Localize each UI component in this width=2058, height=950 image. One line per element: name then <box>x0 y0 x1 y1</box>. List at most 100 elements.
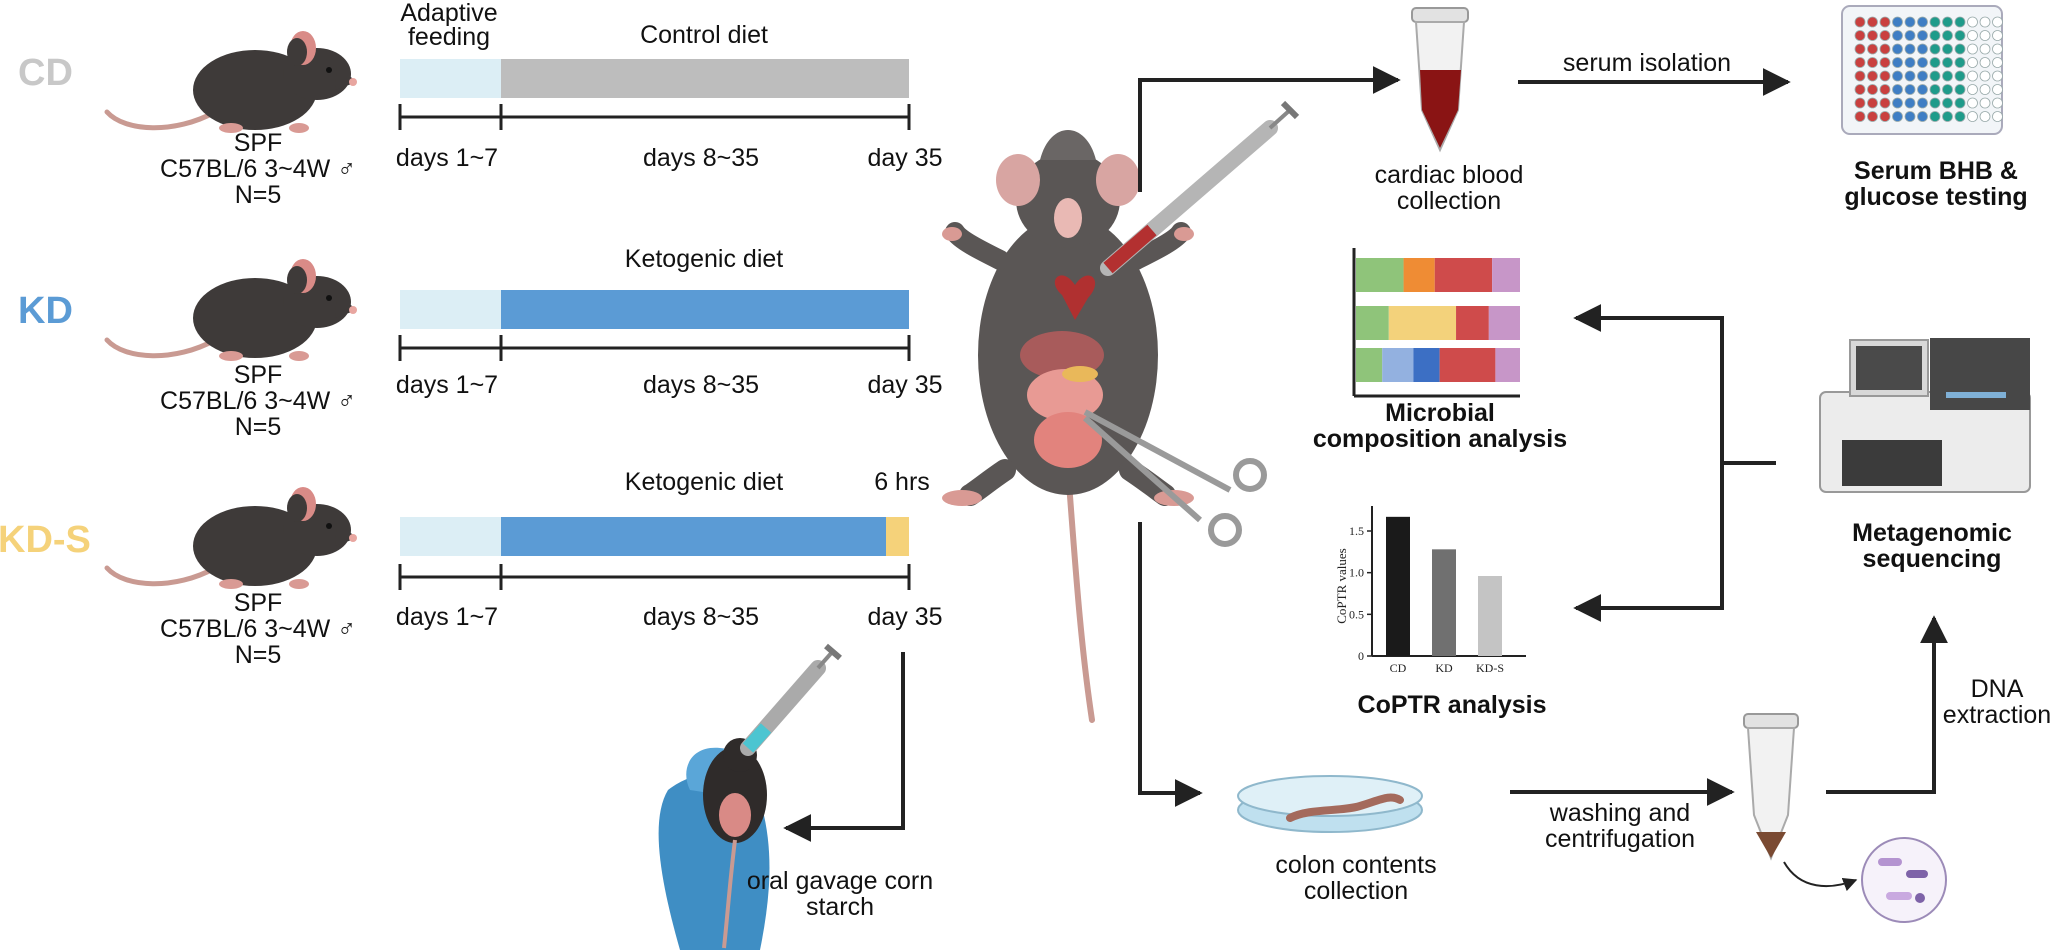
plate-well <box>1942 70 1953 82</box>
coptr-y-tick: 1.5 <box>1349 524 1364 538</box>
gavage-arrow <box>783 652 905 842</box>
composition-segment <box>1403 258 1435 292</box>
adaptive-feeding-line2: feeding <box>407 23 491 51</box>
coptr-x-tick: KD <box>1435 661 1453 675</box>
plate-well <box>1967 70 1978 82</box>
mouse-info-kd: SPF C57BL/6 3~4W ♂ N=5 <box>160 362 356 440</box>
coptr-y-tick: 0.5 <box>1349 607 1364 621</box>
microbial-line2: composition analysis <box>1312 425 1568 453</box>
coptr-bar-kd <box>1432 549 1456 656</box>
starch-bar-kds <box>886 517 909 556</box>
plate-well <box>1954 30 1966 41</box>
plate-well <box>1867 84 1878 95</box>
plate-well <box>1979 70 1991 82</box>
plate-well <box>1917 43 1928 55</box>
plate-well <box>1929 70 1941 82</box>
coptr-x-tick: CD <box>1390 661 1407 675</box>
plate-well <box>1892 57 1903 68</box>
mouse-model: C57BL/6 3~4W ♂ <box>160 387 356 415</box>
plate-well <box>1979 43 1991 55</box>
washing-line2: centrifugation <box>1544 825 1696 853</box>
plate-well <box>1854 30 1866 41</box>
plate-well <box>1954 84 1966 95</box>
plate-well <box>1954 43 1966 55</box>
mouse-count: N=5 <box>234 413 282 441</box>
mouse-model: C57BL/6 3~4W ♂ <box>160 615 356 643</box>
plate-well <box>1929 97 1941 109</box>
bacteria-pointer-arrow <box>1783 861 1858 892</box>
timeline-axis-kds <box>398 564 911 590</box>
coptr-bar-cd <box>1386 516 1410 656</box>
composition-segment <box>1495 348 1520 382</box>
colon-contents-line1: colon contents <box>1275 851 1437 879</box>
tick-label-kds-2: days 8~35 <box>642 603 760 631</box>
gavage-hand-icon <box>658 738 770 950</box>
plate-well <box>1979 111 1991 122</box>
composition-segment <box>1356 348 1383 382</box>
plate-well <box>1954 70 1966 82</box>
group-label-cd: CD <box>18 52 73 94</box>
plate-well <box>1904 57 1916 68</box>
blood-arrow <box>1138 66 1401 192</box>
tick-label-kds-1: days 1~7 <box>395 603 499 631</box>
composition-segment <box>1413 348 1440 382</box>
plate-well <box>1942 43 1953 55</box>
plate-well <box>1917 111 1928 122</box>
plate-well <box>1954 97 1966 109</box>
plate-well <box>1979 30 1991 41</box>
plate-well <box>1954 57 1966 68</box>
adaptive-bar-kds <box>400 517 501 556</box>
serum-isolation-label: serum isolation <box>1562 49 1732 77</box>
plate-well <box>1892 111 1903 122</box>
plate-well <box>1979 16 1991 28</box>
plate-well <box>1879 70 1891 82</box>
composition-segment <box>1382 348 1414 382</box>
plate-well <box>1992 70 2003 82</box>
mouse-count: N=5 <box>234 641 282 669</box>
syringe-icon-gavage <box>740 643 842 756</box>
diet-label-kd: Ketogenic diet <box>624 245 784 273</box>
stool-tube-icon <box>1743 713 1799 861</box>
plate-well <box>1967 16 1978 28</box>
plate-well <box>1904 16 1916 28</box>
plate-well <box>1992 30 2003 41</box>
plate-well <box>1879 43 1891 55</box>
dna-extraction-line2: extraction <box>1942 701 2052 729</box>
plate-well <box>1892 43 1903 55</box>
diet-bar-kds <box>501 517 886 556</box>
tick-label-cd-2: days 8~35 <box>642 144 760 172</box>
plate-well <box>1967 84 1978 95</box>
plate-well <box>1992 43 2003 55</box>
composition-segment <box>1434 258 1493 292</box>
plate-well <box>1979 97 1991 109</box>
composition-segment <box>1456 306 1489 340</box>
plate-well <box>1917 84 1928 95</box>
plate-well <box>1929 57 1941 68</box>
sequencing-output-arrows <box>1573 304 1776 622</box>
plate-well <box>1867 57 1878 68</box>
mouse-info-kds: SPF C57BL/6 3~4W ♂ N=5 <box>160 590 356 668</box>
plate-well <box>1854 43 1866 55</box>
coptr-y-axis-label: CoPTR values <box>1334 548 1349 623</box>
plate-well <box>1867 30 1878 41</box>
plate-well <box>1929 16 1941 28</box>
cardiac-blood-line1: cardiac blood <box>1374 161 1524 189</box>
plate-well <box>1979 57 1991 68</box>
washing-line1: washing and <box>1549 799 1691 827</box>
plate-well <box>1904 111 1916 122</box>
group-label-kds: KD-S <box>0 519 91 561</box>
tick-label-cd-3: day 35 <box>867 144 943 172</box>
composition-segment <box>1439 348 1496 382</box>
plate-well <box>1879 16 1891 28</box>
metagenomic-line2: sequencing <box>1862 545 2002 573</box>
plate-well <box>1892 30 1903 41</box>
plate-well <box>1942 30 1953 41</box>
plate-well <box>1867 70 1878 82</box>
composition-segment <box>1356 306 1389 340</box>
group-label-kd: KD <box>18 290 73 332</box>
tick-label-kd-1: days 1~7 <box>395 371 499 399</box>
bacteria-icon <box>1861 837 1947 923</box>
dna-extraction-line1: DNA <box>1970 675 2024 703</box>
plate-well <box>1854 111 1866 122</box>
